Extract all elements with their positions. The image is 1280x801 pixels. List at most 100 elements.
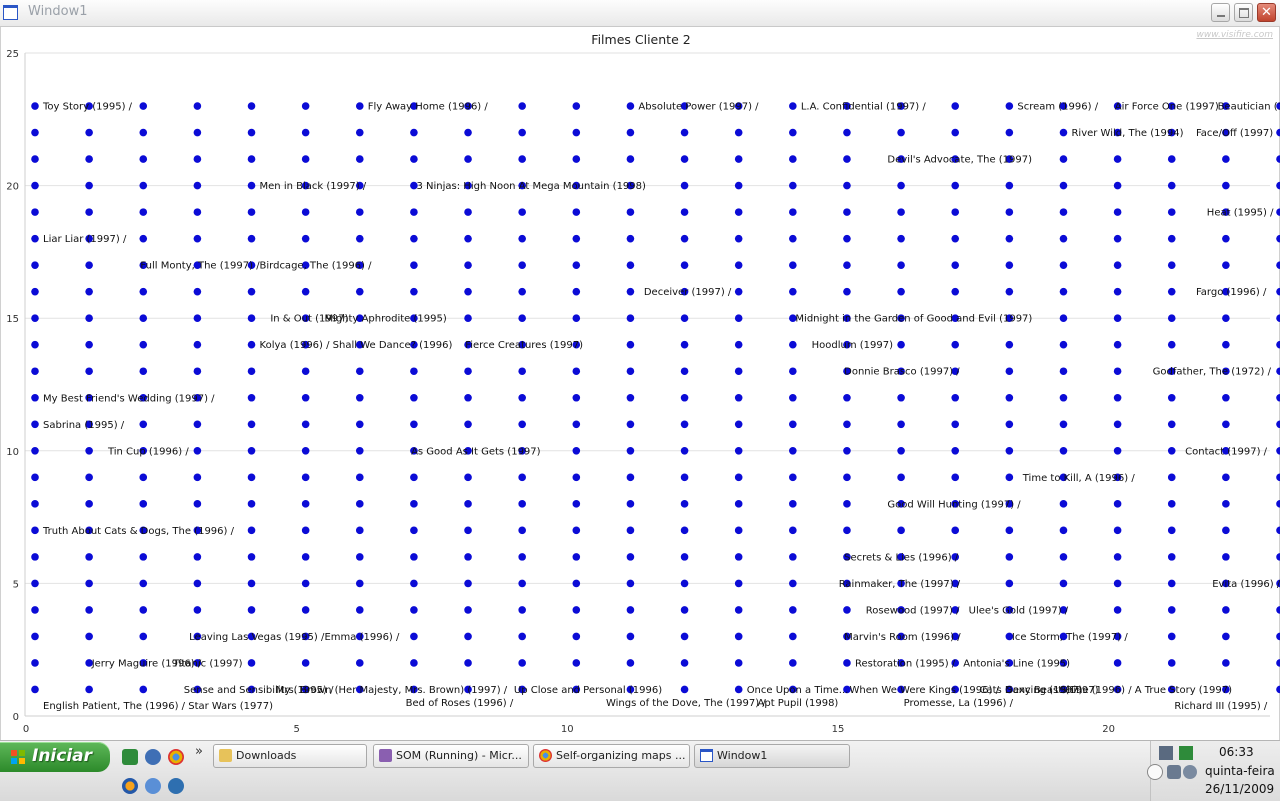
data-point[interactable] — [626, 685, 635, 694]
data-point[interactable] — [85, 500, 93, 508]
data-point[interactable] — [734, 128, 743, 137]
data-point[interactable] — [1276, 685, 1280, 694]
data-point[interactable] — [680, 340, 689, 349]
data-point[interactable] — [1005, 579, 1014, 588]
data-point[interactable] — [1167, 579, 1176, 588]
data-point[interactable] — [355, 473, 364, 482]
data-point[interactable] — [301, 234, 310, 243]
data-point[interactable] — [247, 261, 256, 269]
data-point[interactable] — [464, 632, 472, 641]
data-point[interactable] — [301, 685, 310, 694]
data-point[interactable] — [572, 261, 581, 269]
task-window1[interactable]: Window1 — [694, 744, 850, 768]
data-point[interactable] — [301, 500, 310, 508]
data-point[interactable] — [1167, 181, 1176, 190]
data-point[interactable] — [1222, 447, 1230, 455]
data-point[interactable] — [355, 632, 364, 641]
data-point[interactable] — [464, 340, 472, 349]
data-point[interactable] — [247, 340, 256, 349]
data-point[interactable] — [139, 367, 148, 376]
tray-expand-icon[interactable] — [1147, 764, 1163, 780]
data-point[interactable] — [410, 367, 418, 376]
data-point[interactable] — [951, 234, 960, 243]
data-point[interactable] — [951, 367, 960, 376]
data-point[interactable] — [951, 606, 960, 614]
data-point[interactable] — [734, 447, 743, 455]
data-point[interactable] — [247, 659, 256, 667]
data-point[interactable] — [193, 579, 202, 588]
data-point[interactable] — [410, 685, 418, 694]
data-point[interactable] — [843, 500, 851, 508]
data-point[interactable] — [247, 181, 256, 190]
data-point[interactable] — [1276, 102, 1280, 110]
data-point[interactable] — [518, 553, 526, 561]
data-point[interactable] — [897, 685, 905, 694]
data-point[interactable] — [301, 420, 310, 429]
data-point[interactable] — [1222, 128, 1230, 137]
data-point[interactable] — [85, 393, 93, 402]
data-point[interactable] — [410, 606, 418, 614]
data-point[interactable] — [843, 526, 851, 535]
data-point[interactable] — [355, 102, 364, 110]
data-point[interactable] — [572, 500, 581, 508]
data-point[interactable] — [626, 314, 635, 323]
data-point[interactable] — [843, 102, 851, 110]
data-point[interactable] — [247, 447, 256, 455]
data-point[interactable] — [572, 208, 581, 216]
data-point[interactable] — [464, 685, 472, 694]
data-point[interactable] — [843, 128, 851, 137]
data-point[interactable] — [355, 234, 364, 243]
data-point[interactable] — [518, 314, 526, 323]
data-point[interactable] — [1005, 632, 1014, 641]
data-point[interactable] — [680, 155, 689, 163]
window-app-icon[interactable] — [3, 5, 18, 20]
data-point[interactable] — [1113, 420, 1122, 429]
data-point[interactable] — [843, 155, 851, 163]
data-point[interactable] — [1167, 632, 1176, 641]
data-point[interactable] — [572, 234, 581, 243]
data-point[interactable] — [897, 155, 905, 163]
data-point[interactable] — [1222, 287, 1230, 296]
data-point[interactable] — [193, 632, 202, 641]
data-point[interactable] — [139, 234, 148, 243]
data-point[interactable] — [464, 500, 472, 508]
data-point[interactable] — [1276, 473, 1280, 482]
data-point[interactable] — [572, 393, 581, 402]
data-point[interactable] — [1113, 685, 1122, 694]
data-point[interactable] — [518, 606, 526, 614]
data-point[interactable] — [1113, 314, 1122, 323]
data-point[interactable] — [410, 420, 418, 429]
data-point[interactable] — [464, 526, 472, 535]
data-point[interactable] — [1222, 155, 1230, 163]
tray-app-icon[interactable] — [1179, 746, 1193, 760]
data-point[interactable] — [951, 632, 960, 641]
data-point[interactable] — [31, 181, 39, 190]
data-point[interactable] — [626, 606, 635, 614]
data-point[interactable] — [518, 128, 526, 137]
data-point[interactable] — [1059, 287, 1068, 296]
data-point[interactable] — [734, 579, 743, 588]
data-point[interactable] — [1113, 234, 1122, 243]
data-point[interactable] — [1059, 632, 1068, 641]
data-point[interactable] — [1005, 234, 1014, 243]
data-point[interactable] — [1113, 155, 1122, 163]
data-point[interactable] — [31, 128, 39, 137]
data-point[interactable] — [680, 102, 689, 110]
data-point[interactable] — [247, 579, 256, 588]
data-point[interactable] — [301, 393, 310, 402]
data-point[interactable] — [897, 579, 905, 588]
data-point[interactable] — [789, 367, 797, 376]
data-point[interactable] — [1113, 606, 1122, 614]
data-point[interactable] — [1167, 287, 1176, 296]
data-point[interactable] — [680, 314, 689, 323]
data-point[interactable] — [85, 685, 93, 694]
data-point[interactable] — [31, 208, 39, 216]
data-point[interactable] — [1113, 367, 1122, 376]
data-point[interactable] — [31, 261, 39, 269]
data-point[interactable] — [1276, 606, 1280, 614]
data-point[interactable] — [626, 579, 635, 588]
data-point[interactable] — [680, 447, 689, 455]
data-point[interactable] — [247, 287, 256, 296]
data-point[interactable] — [518, 102, 526, 110]
data-point[interactable] — [301, 632, 310, 641]
